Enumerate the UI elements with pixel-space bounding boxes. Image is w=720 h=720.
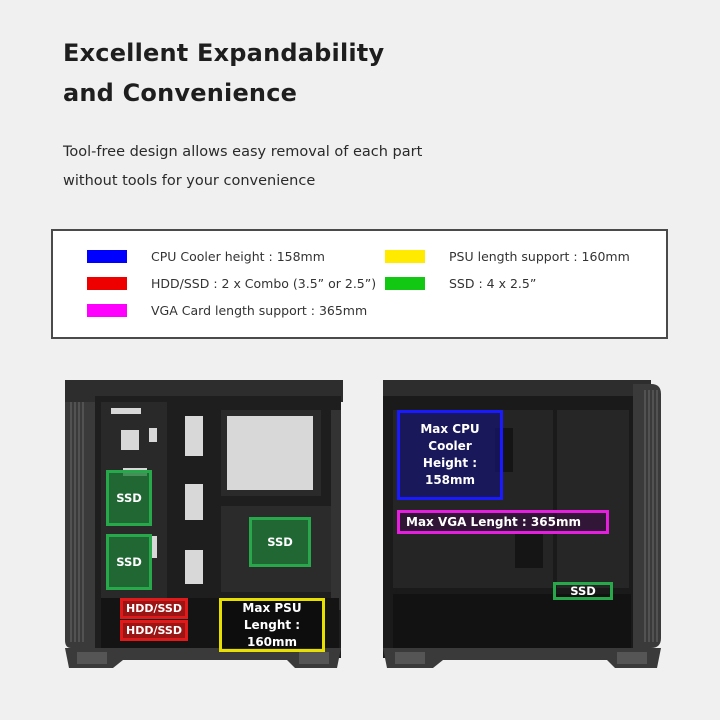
ssd-bay-front: SSD bbox=[553, 582, 613, 600]
legend-swatch-yellow bbox=[385, 250, 425, 263]
psu-label-line-1: Max PSU bbox=[242, 600, 302, 615]
cpu-cooler-label: Max CPU Cooler Height : 158mm bbox=[400, 421, 500, 489]
vga-card-area: Max VGA Lenght : 365mm bbox=[397, 510, 609, 534]
ssd-bay-1: SSD bbox=[106, 470, 152, 526]
case-back-view: SSD SSD SSD HDD/SSD HDD/SSD Max PSU Leng… bbox=[63, 380, 343, 674]
ssd-label: SSD bbox=[570, 583, 596, 598]
page-description: Tool-free design allows easy removal of … bbox=[63, 138, 422, 196]
legend-item-psu: PSU length support : 160mm bbox=[385, 249, 630, 264]
legend-label: SSD : 4 x 2.5” bbox=[449, 276, 537, 291]
legend-item-hdd-ssd: HDD/SSD : 2 x Combo (3.5” or 2.5”) bbox=[87, 276, 376, 291]
legend-label: VGA Card length support : 365mm bbox=[151, 303, 368, 318]
description-line-1: Tool-free design allows easy removal of … bbox=[63, 144, 423, 160]
legend-swatch-green bbox=[385, 277, 425, 290]
legend-item-ssd: SSD : 4 x 2.5” bbox=[385, 276, 536, 291]
legend-label: PSU length support : 160mm bbox=[449, 249, 630, 264]
legend-label: CPU Cooler height : 158mm bbox=[151, 249, 325, 264]
vga-label: Max VGA Lenght : 365mm bbox=[406, 514, 581, 529]
ssd-bay-2: SSD bbox=[106, 534, 152, 590]
hdd-ssd-label: HDD/SSD bbox=[126, 624, 182, 637]
psu-label: Max PSU Lenght : 160mm bbox=[222, 600, 322, 651]
psu-area: Max PSU Lenght : 160mm bbox=[219, 598, 325, 652]
legend-item-cpu-cooler: CPU Cooler height : 158mm bbox=[87, 249, 325, 264]
heading-line-2: and Convenience bbox=[63, 79, 298, 107]
ssd-label: SSD bbox=[116, 554, 142, 569]
cpu-cooler-label-line-2: Height : 158mm bbox=[422, 456, 478, 487]
ssd-label: SSD bbox=[267, 534, 293, 549]
legend-label: HDD/SSD : 2 x Combo (3.5” or 2.5”) bbox=[151, 276, 377, 291]
psu-label-line-2: Lenght : 160mm bbox=[243, 617, 301, 649]
hdd-ssd-bay-2: HDD/SSD bbox=[120, 620, 188, 641]
legend-box: CPU Cooler height : 158mm HDD/SSD : 2 x … bbox=[51, 229, 668, 339]
ssd-bay-3: SSD bbox=[249, 517, 311, 567]
ssd-label: SSD bbox=[116, 490, 142, 505]
page-heading: Excellent Expandability and Convenience bbox=[63, 33, 384, 113]
legend-swatch-red bbox=[87, 277, 127, 290]
legend-swatch-blue bbox=[87, 250, 127, 263]
legend-item-vga: VGA Card length support : 365mm bbox=[87, 303, 367, 318]
cpu-cooler-label-line-1: Max CPU Cooler bbox=[420, 422, 480, 453]
hdd-ssd-bay-1: HDD/SSD bbox=[120, 598, 188, 619]
legend-swatch-magenta bbox=[87, 304, 127, 317]
case-front-view: Max CPU Cooler Height : 158mm Max VGA Le… bbox=[383, 380, 663, 674]
description-line-2: without tools for your convenience bbox=[63, 173, 316, 189]
cpu-cooler-area: Max CPU Cooler Height : 158mm bbox=[397, 410, 503, 500]
hdd-ssd-label: HDD/SSD bbox=[126, 602, 182, 615]
heading-line-1: Excellent Expandability bbox=[63, 39, 385, 67]
